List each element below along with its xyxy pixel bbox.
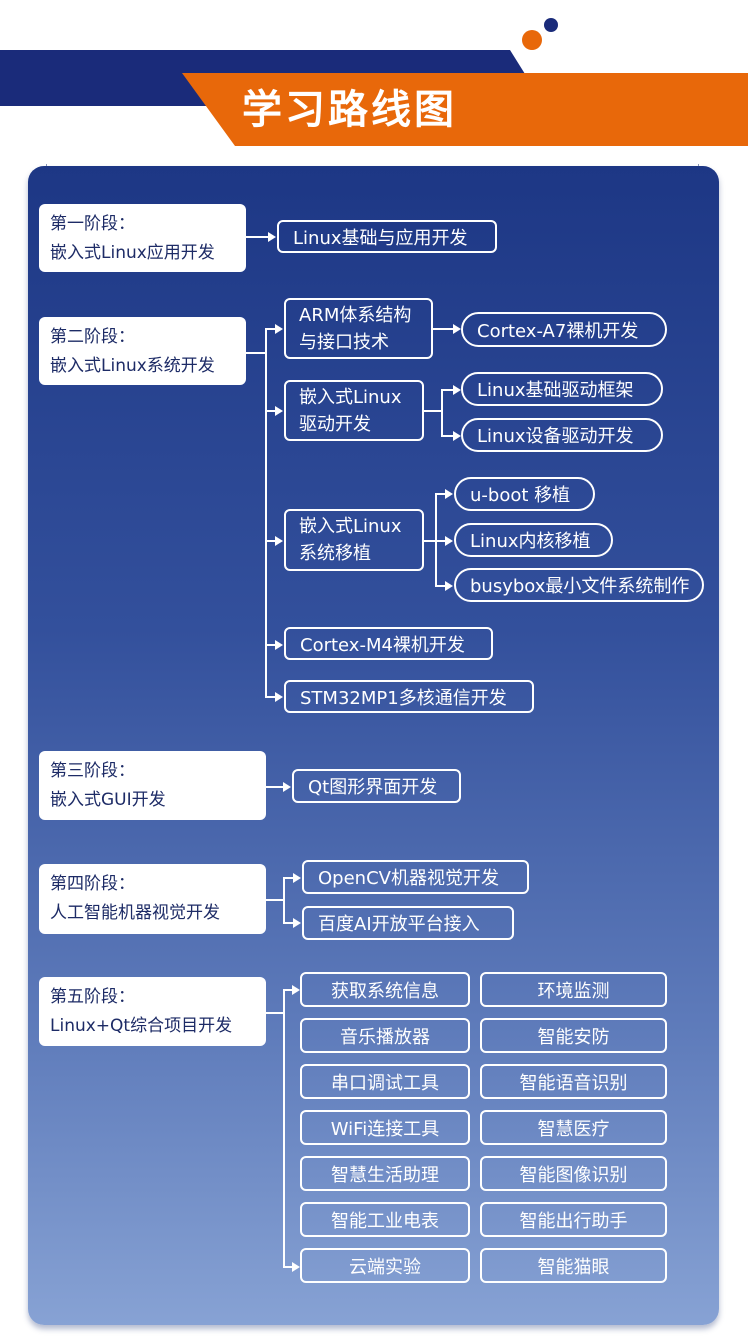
header-band-orange	[182, 73, 748, 146]
connector	[266, 899, 284, 901]
node-uboot: u-boot 移植	[454, 477, 595, 511]
stage-5-trunk	[283, 989, 285, 1268]
node-cortex-a7: Cortex-A7裸机开发	[461, 312, 667, 347]
node-busybox: busybox最小文件系统制作	[454, 568, 704, 602]
arrow-head	[292, 1262, 300, 1272]
project-smart-peephole: 智能猫眼	[480, 1248, 667, 1283]
stage-4-topic: 人工智能机器视觉开发	[50, 903, 220, 923]
project-smart-medical: 智慧医疗	[480, 1110, 667, 1145]
stage-2-topic: 嵌入式Linux系统开发	[50, 356, 215, 376]
node-drivers-line-1: 嵌入式Linux	[299, 386, 402, 408]
node-arm-line-2: 与接口技术	[299, 331, 389, 353]
stage-5-topic: Linux+Qt综合项目开发	[50, 1016, 233, 1036]
arrow-head	[268, 232, 276, 242]
arrow-head	[275, 536, 283, 546]
connector	[283, 922, 293, 924]
stage-3-name: 第三阶段：	[50, 761, 135, 781]
arrow-head	[293, 873, 301, 883]
node-baidu-ai: 百度AI开放平台接入	[302, 906, 514, 940]
stage-4-box: 第四阶段： 人工智能机器视觉开发	[39, 864, 266, 934]
stage-4-name: 第四阶段：	[50, 874, 135, 894]
project-smart-security: 智能安防	[480, 1018, 667, 1053]
node-qt-gui: Qt图形界面开发	[292, 769, 461, 803]
project-voice-recognition: 智能语音识别	[480, 1064, 667, 1099]
connector	[265, 410, 275, 412]
navy-dot-decoration	[544, 18, 558, 32]
arrow-head	[453, 385, 461, 395]
connector	[441, 389, 453, 391]
connector	[441, 435, 453, 437]
arrow-head	[445, 536, 453, 546]
connector	[266, 1012, 284, 1014]
connector	[265, 328, 275, 330]
arrow-head	[275, 692, 283, 702]
stage-5-name: 第五阶段：	[50, 987, 135, 1007]
arrow-head	[445, 489, 453, 499]
connector	[283, 1266, 292, 1268]
arrow-head	[275, 324, 283, 334]
connector	[265, 644, 275, 646]
project-wifi-tool: WiFi连接工具	[300, 1110, 470, 1145]
connector	[435, 585, 445, 587]
node-kernel: Linux内核移植	[454, 523, 613, 557]
project-env-monitor: 环境监测	[480, 972, 667, 1007]
connector	[265, 540, 275, 542]
stage-2-name: 第二阶段：	[50, 327, 135, 347]
node-linux-basics: Linux基础与应用开发	[277, 220, 497, 253]
stage-1-topic: 嵌入式Linux应用开发	[50, 243, 215, 263]
stage-5-box: 第五阶段： Linux+Qt综合项目开发	[39, 977, 266, 1046]
orange-dot-decoration	[522, 30, 542, 50]
connector	[424, 540, 436, 542]
arrow-head	[453, 324, 461, 334]
connector	[246, 236, 268, 238]
stage-1-name: 第一阶段：	[50, 214, 135, 234]
arrow-head	[292, 985, 300, 995]
stage-1-box: 第一阶段： 嵌入式Linux应用开发	[39, 204, 246, 272]
connector	[283, 989, 292, 991]
arrow-head	[445, 581, 453, 591]
arrow-head	[283, 782, 291, 792]
connector	[283, 877, 285, 924]
project-music-player: 音乐播放器	[300, 1018, 470, 1053]
node-opencv: OpenCV机器视觉开发	[302, 860, 529, 894]
arrow-head	[275, 640, 283, 650]
stage-2-box: 第二阶段： 嵌入式Linux系统开发	[39, 317, 246, 385]
connector	[435, 493, 445, 495]
arrow-head	[453, 431, 461, 441]
connector	[424, 410, 442, 412]
node-system-porting: 嵌入式Linux 系统移植	[284, 509, 424, 571]
project-cloud-lab: 云端实验	[300, 1248, 470, 1283]
node-driver-framework: Linux基础驱动框架	[461, 372, 663, 406]
project-serial-debug: 串口调试工具	[300, 1064, 470, 1099]
project-image-recognition: 智能图像识别	[480, 1156, 667, 1191]
node-porting-line-2: 系统移植	[299, 543, 371, 564]
node-porting-line-1: 嵌入式Linux	[299, 516, 402, 537]
connector	[246, 352, 266, 354]
connector	[266, 786, 283, 788]
node-arm-architecture: ARM体系结构 与接口技术	[284, 298, 433, 359]
project-life-assistant: 智慧生活助理	[300, 1156, 470, 1191]
project-travel-assistant: 智能出行助手	[480, 1202, 667, 1237]
connector	[265, 696, 275, 698]
node-arm-line-1: ARM体系结构	[299, 304, 412, 326]
connector	[441, 389, 443, 437]
stage-3-topic: 嵌入式GUI开发	[50, 790, 166, 810]
node-stm32mp1: STM32MP1多核通信开发	[284, 680, 534, 713]
connector	[283, 877, 293, 879]
node-drivers-line-2: 驱动开发	[299, 413, 371, 435]
page-title: 学习路线图	[242, 87, 457, 133]
connector	[435, 493, 437, 586]
project-system-info: 获取系统信息	[300, 972, 470, 1007]
arrow-head	[275, 406, 283, 416]
connector	[433, 328, 453, 330]
stage-2-trunk	[265, 328, 267, 697]
node-device-drivers: Linux设备驱动开发	[461, 418, 663, 452]
arrow-head	[293, 918, 301, 928]
node-linux-drivers: 嵌入式Linux 驱动开发	[284, 380, 424, 441]
node-cortex-m4: Cortex-M4裸机开发	[284, 627, 493, 660]
project-smart-meter: 智能工业电表	[300, 1202, 470, 1237]
connector	[435, 540, 445, 542]
stage-3-box: 第三阶段： 嵌入式GUI开发	[39, 751, 266, 820]
